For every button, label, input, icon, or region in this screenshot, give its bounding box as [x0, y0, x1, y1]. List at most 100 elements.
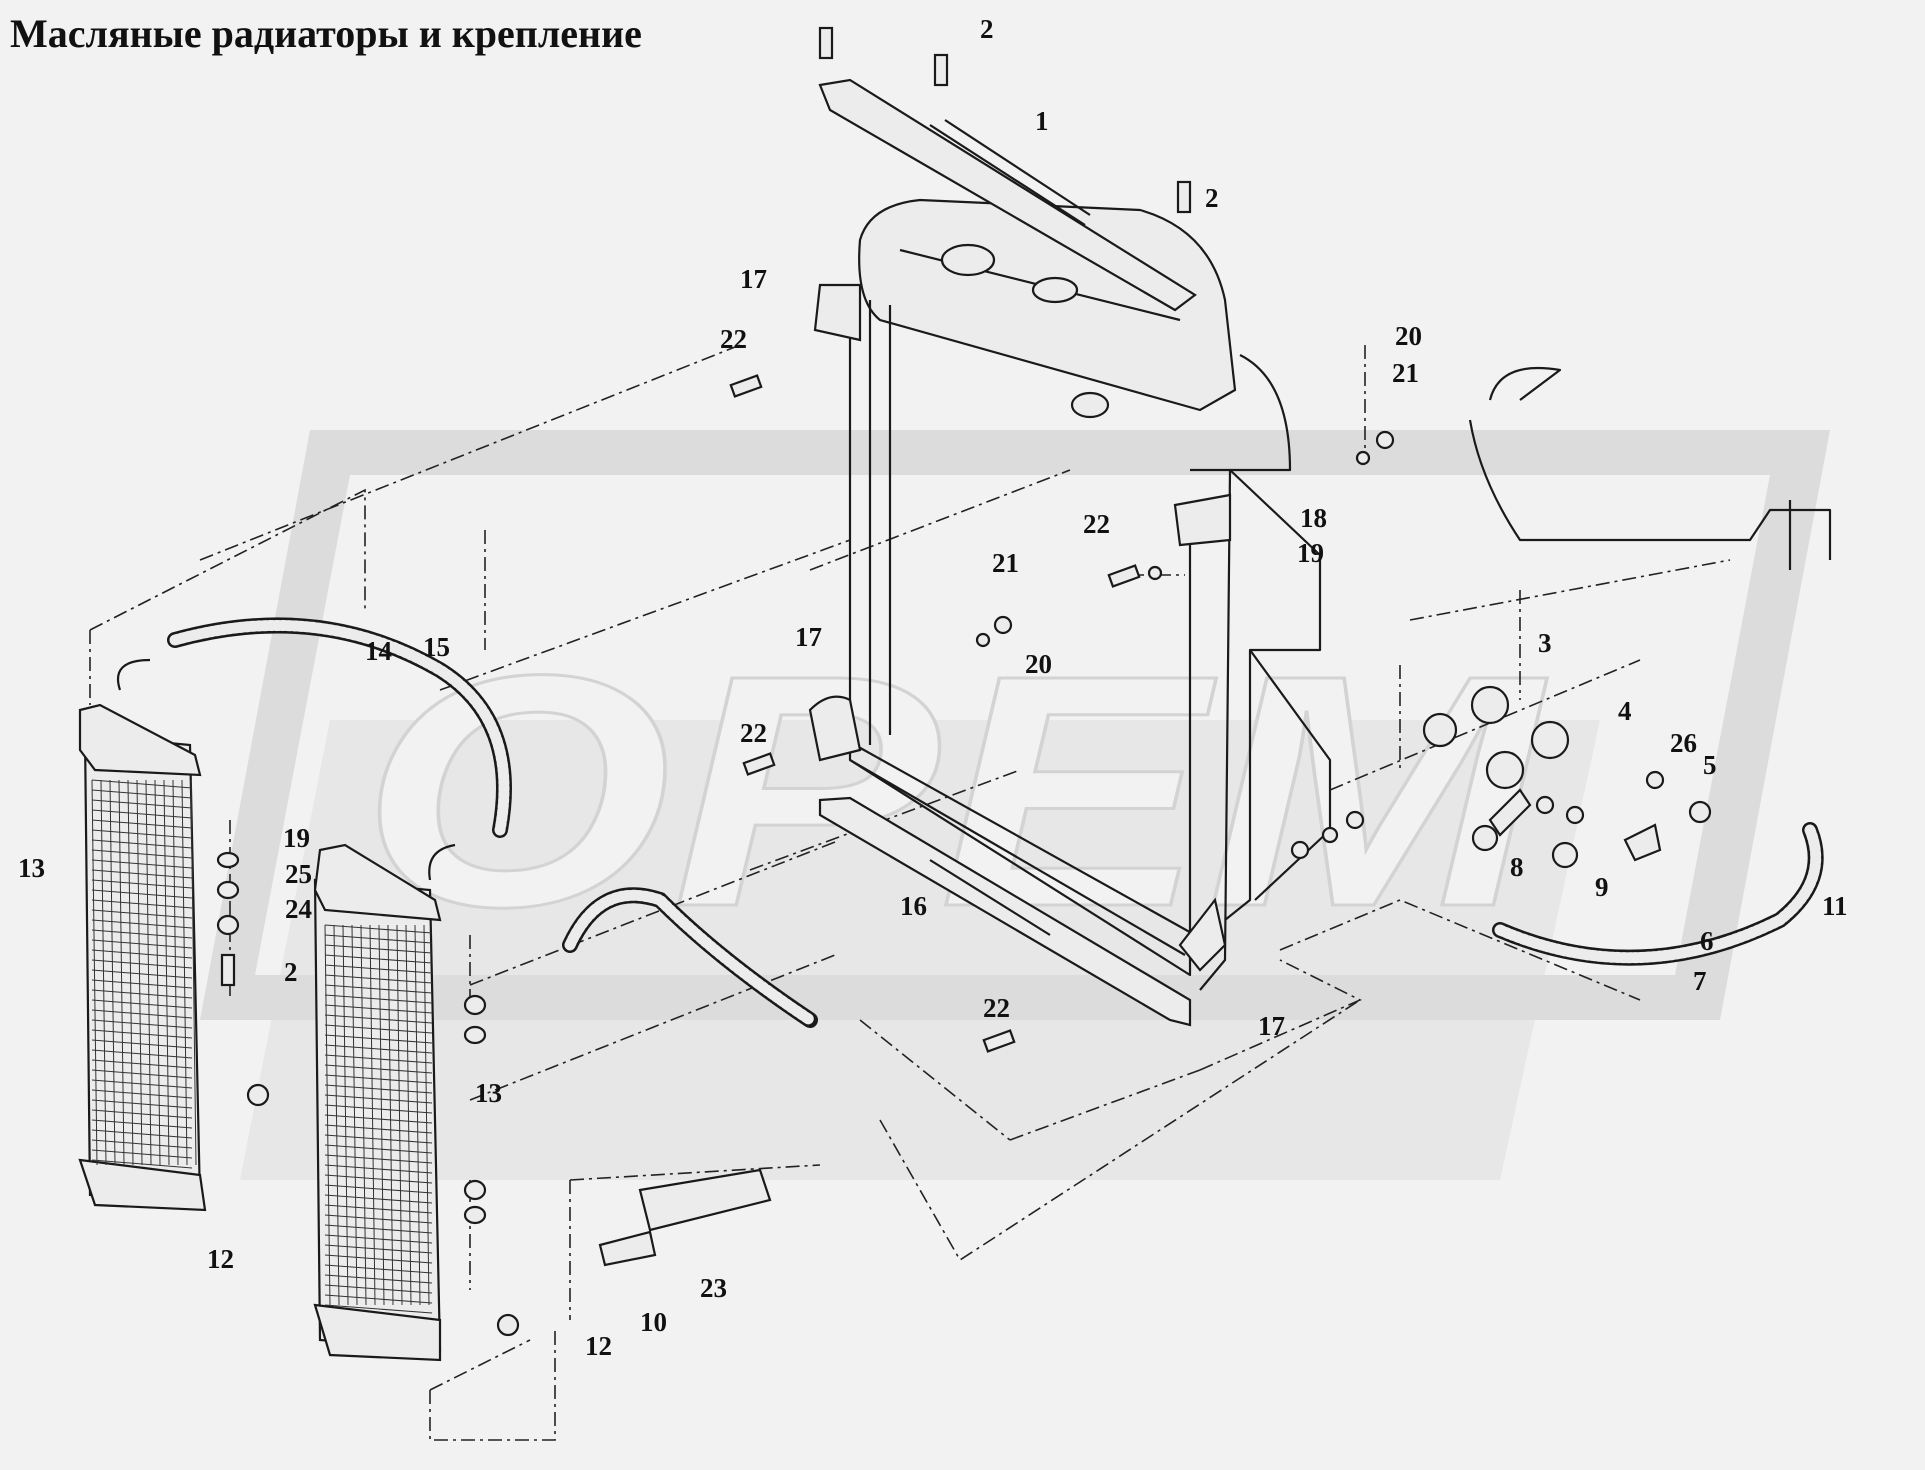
core-fin-line: [91, 829, 193, 839]
core-fin-line: [324, 974, 433, 984]
callout-number: 7: [1693, 966, 1707, 996]
core-fin-line: [324, 1144, 433, 1154]
core-tube-line: [136, 779, 143, 1166]
core-tube-line: [351, 924, 358, 1306]
core-fin-line: [91, 1049, 193, 1059]
callout-number: 13: [475, 1078, 502, 1108]
core-fin-line: [324, 1034, 433, 1044]
callout-number: 21: [1392, 358, 1419, 388]
core-fin-line: [91, 879, 193, 889]
watermark-logo: OPEM: [200, 430, 1830, 1180]
core-fin-line: [324, 984, 433, 994]
core-fin-line: [324, 1004, 433, 1014]
core-fin-line: [91, 839, 193, 849]
callout-number: 9: [1595, 872, 1609, 902]
core-tube-line: [181, 779, 188, 1166]
core-fin-line: [324, 1114, 433, 1124]
core-fin-line: [91, 1079, 193, 1089]
core-fin-line: [324, 1184, 433, 1194]
callout-number: 22: [740, 718, 767, 748]
callout-number: 2: [284, 957, 298, 987]
core-fin-line: [324, 1094, 433, 1104]
core-fin-line: [91, 1019, 193, 1029]
callout-number: 22: [1083, 509, 1110, 539]
callout-number: 25: [285, 859, 312, 889]
callout-number: 3: [1538, 628, 1552, 658]
core-fin-line: [324, 1304, 433, 1314]
core-tube-line: [190, 779, 197, 1166]
core-fin-line: [324, 1194, 433, 1204]
core-tube-line: [100, 779, 107, 1166]
core-fin-line: [91, 779, 193, 789]
callout-number: 19: [1297, 538, 1324, 568]
core-fin-line: [91, 999, 193, 1009]
core-fin-line: [91, 1109, 193, 1119]
core-fin-line: [324, 1024, 433, 1034]
core-fin-line: [324, 1124, 433, 1134]
core-tube-line: [396, 924, 403, 1306]
core-fin-line: [324, 1234, 433, 1244]
oil-cooler-right: [313, 843, 456, 1362]
core-fin-line: [91, 789, 193, 799]
core-tube-line: [414, 924, 421, 1306]
core-fin-line: [324, 1164, 433, 1174]
callout-number: 12: [207, 1244, 234, 1274]
callout-number: 19: [283, 823, 310, 853]
core-tube-line: [423, 924, 430, 1306]
core-fin-line: [324, 1284, 433, 1294]
callout-number: 15: [423, 632, 450, 662]
core-fin-line: [91, 1009, 193, 1019]
core-fin-line: [324, 1274, 433, 1284]
callout-number: 17: [1258, 1011, 1285, 1041]
watermark-text: OPEM: [360, 606, 1551, 975]
core-fin-line: [324, 1214, 433, 1224]
callout-number: 12: [585, 1331, 612, 1361]
core-tube-line: [172, 779, 179, 1166]
core-fin-line: [324, 1064, 433, 1074]
core-fin-line: [324, 1224, 433, 1234]
core-fin-line: [324, 1294, 433, 1304]
callout-number: 8: [1510, 852, 1524, 882]
callout-number: 17: [740, 264, 767, 294]
core-tube-line: [378, 924, 385, 1306]
core-fin-line: [91, 819, 193, 829]
main-radiator-frame: [808, 78, 1832, 1027]
core-tube-line: [369, 924, 376, 1306]
callout-number: 6: [1700, 926, 1714, 956]
core-fin-line: [91, 1069, 193, 1079]
callout-number: 1: [1035, 106, 1049, 136]
callout-number: 13: [18, 853, 45, 883]
core-tube-line: [154, 779, 161, 1166]
core-fin-line: [91, 1039, 193, 1049]
cooler-core-grid-left: [91, 779, 197, 1169]
core-tube-line: [109, 779, 116, 1166]
core-tube-line: [163, 779, 170, 1166]
callout-number: 22: [720, 324, 747, 354]
oil-cooler-left: [78, 658, 207, 1212]
core-fin-line: [324, 1204, 433, 1214]
core-fin-line: [91, 1059, 193, 1069]
core-fin-line: [324, 1074, 433, 1084]
core-fin-line: [324, 1174, 433, 1184]
core-fin-line: [324, 964, 433, 974]
callout-number: 23: [700, 1273, 727, 1303]
callout-number: 2: [980, 14, 994, 44]
callout-number: 20: [1395, 321, 1422, 351]
core-fin-line: [324, 994, 433, 1004]
core-fin-line: [324, 1154, 433, 1164]
callout-number: 24: [285, 894, 312, 924]
callout-number: 5: [1703, 750, 1717, 780]
callout-number: 20: [1025, 649, 1052, 679]
callout-number: 16: [900, 891, 927, 921]
core-fin-line: [324, 1134, 433, 1144]
callout-number: 11: [1822, 891, 1848, 921]
core-fin-line: [91, 1089, 193, 1099]
core-tube-line: [360, 924, 367, 1306]
core-tube-line: [387, 924, 394, 1306]
callout-number: 14: [365, 636, 392, 666]
core-fin-line: [91, 909, 193, 919]
core-fin-line: [324, 1084, 433, 1094]
